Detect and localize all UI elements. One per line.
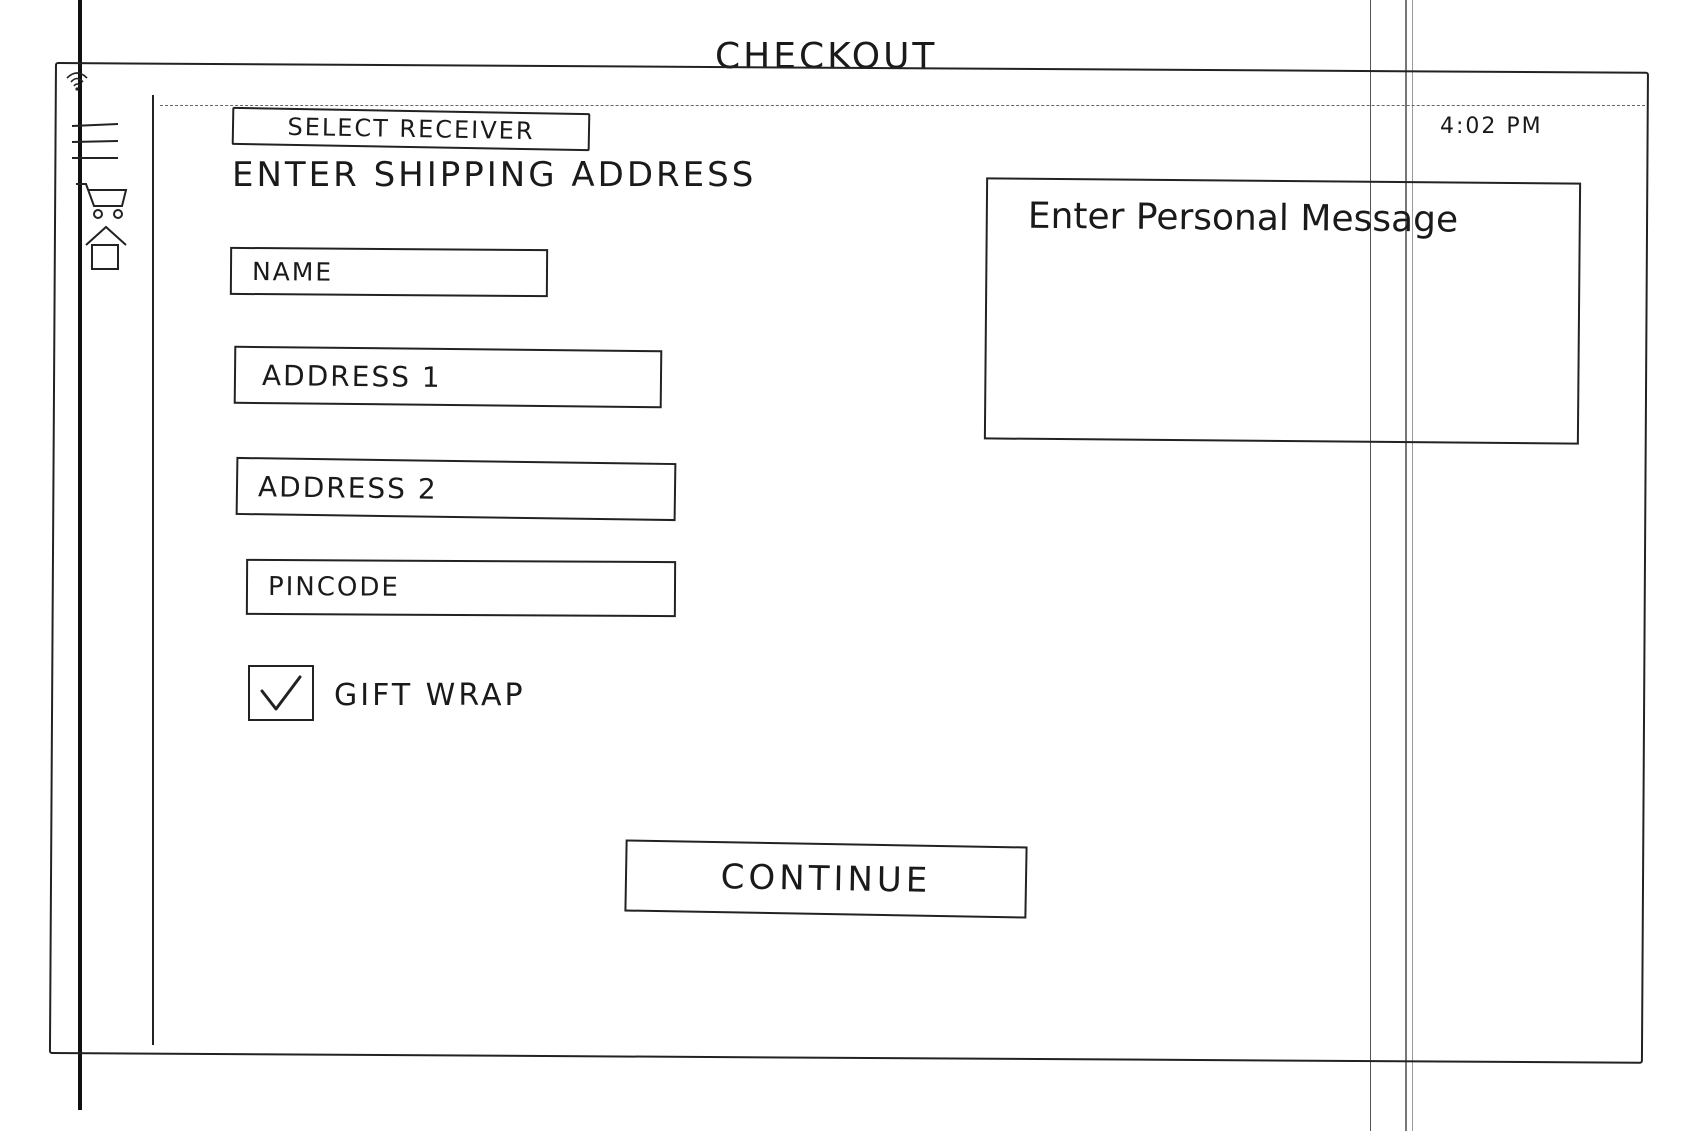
address-1-field[interactable]: ADDRESS 1 — [233, 345, 663, 409]
status-time: 4:02 PM — [1440, 114, 1543, 139]
personal-message-textarea[interactable]: Enter Personal Message — [983, 177, 1582, 445]
sidebar-divider — [152, 95, 154, 1045]
page-title: CHECKOUT — [715, 36, 938, 77]
scan-artifact-line — [1370, 0, 1371, 1131]
cart-icon[interactable] — [74, 180, 130, 222]
name-field[interactable]: NAME — [229, 246, 549, 298]
name-field-placeholder: NAME — [251, 256, 334, 287]
menu-icon[interactable] — [68, 118, 122, 168]
continue-button[interactable]: CONTINUE — [624, 839, 1028, 919]
address-1-field-placeholder: ADDRESS 1 — [261, 358, 442, 394]
address-2-field[interactable]: ADDRESS 2 — [235, 456, 677, 522]
gift-wrap-label: GIFT WRAP — [334, 678, 526, 713]
address-2-field-placeholder: ADDRESS 2 — [257, 469, 438, 506]
home-icon[interactable] — [84, 225, 128, 273]
gift-wrap-checkbox[interactable] — [248, 665, 314, 721]
shipping-address-heading: ENTER SHIPPING ADDRESS — [232, 155, 757, 195]
checkmark-icon — [260, 675, 302, 711]
pincode-field-placeholder: PINCODE — [267, 571, 400, 603]
scan-artifact-line — [1405, 0, 1407, 1131]
select-receiver-button[interactable]: SELECT RECEIVER — [231, 106, 591, 152]
scan-artifact-line — [1412, 0, 1413, 1131]
status-bar-divider — [160, 105, 1645, 107]
pincode-field[interactable]: PINCODE — [245, 558, 677, 618]
wifi-icon — [66, 72, 88, 91]
scan-artifact-line — [78, 0, 82, 1110]
personal-message-placeholder: Enter Personal Message — [1027, 195, 1459, 241]
